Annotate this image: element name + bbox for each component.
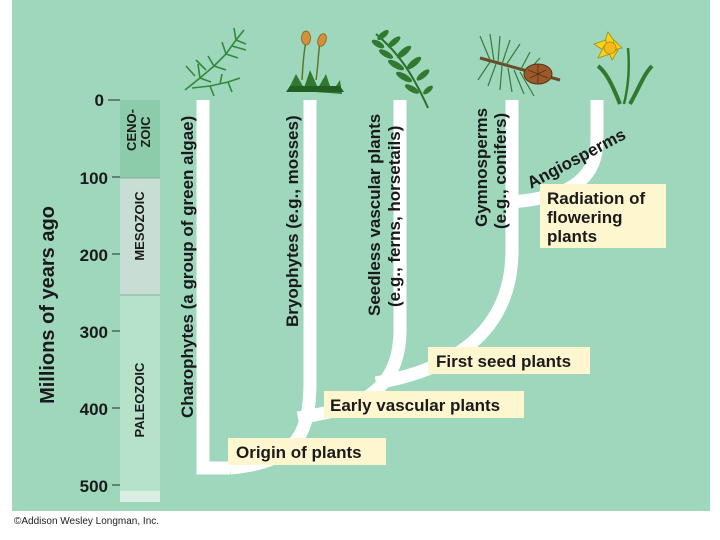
fern-icon bbox=[371, 29, 433, 109]
era-column-base bbox=[120, 491, 160, 502]
tick-label-200: 200 bbox=[80, 246, 108, 265]
moss-icon bbox=[286, 30, 344, 94]
event-first-seed: First seed plants bbox=[428, 347, 590, 374]
event-label-radiation-3: plants bbox=[547, 227, 597, 246]
tick-label-400: 400 bbox=[80, 400, 108, 419]
axis-title: Millions of years ago bbox=[37, 206, 59, 404]
event-label-origin: Origin of plants bbox=[236, 443, 362, 462]
lineage-label-gymnosperms-1: Gymnosperms bbox=[472, 108, 491, 227]
event-label-first-seed: First seed plants bbox=[436, 352, 571, 371]
lineage-label-gymnosperms-2: (e.g., conifers) bbox=[491, 113, 510, 229]
era-label-cenozoic-2: ZOIC bbox=[138, 116, 153, 148]
event-label-early-vascular: Early vascular plants bbox=[330, 396, 500, 415]
lineage-label-seedless-2: (e.g., ferns, horsetails) bbox=[385, 126, 404, 307]
era-cenozoic bbox=[120, 100, 160, 178]
daffodil-icon bbox=[593, 31, 654, 105]
branch-seed bbox=[374, 100, 519, 390]
event-label-radiation-2: flowering bbox=[547, 208, 623, 227]
event-radiation: Radiation of flowering plants bbox=[540, 184, 666, 248]
green-algae-icon bbox=[184, 27, 247, 97]
branch-angiosperm bbox=[511, 100, 604, 209]
event-origin: Origin of plants bbox=[228, 438, 386, 465]
copyright-text: ©Addison Wesley Longman, Inc. bbox=[14, 516, 160, 527]
era-label-cenozoic-1: CENO- bbox=[124, 109, 139, 151]
event-early-vascular: Early vascular plants bbox=[324, 391, 524, 418]
era-label-paleozoic: PALEOZOIC bbox=[132, 362, 147, 437]
branch-charophytes bbox=[196, 100, 230, 475]
lineage-label-seedless-1: Seedless vascular plants bbox=[365, 114, 384, 316]
era-paleozoic bbox=[120, 295, 160, 491]
tick-label-500: 500 bbox=[80, 477, 108, 496]
lineage-label-charophytes: Charophytes (a group of green algae) bbox=[178, 116, 197, 418]
era-mesozoic bbox=[120, 178, 160, 295]
lineage-label-bryophytes: Bryophytes (e.g., mosses) bbox=[283, 115, 302, 327]
conifer-icon bbox=[477, 33, 561, 97]
tick-label-300: 300 bbox=[80, 323, 108, 342]
era-label-mesozoic: MESOZOIC bbox=[132, 191, 147, 261]
event-label-radiation-1: Radiation of bbox=[547, 189, 646, 208]
tick-label-100: 100 bbox=[80, 169, 108, 188]
tick-marks bbox=[108, 99, 120, 486]
tick-label-0: 0 bbox=[95, 91, 104, 110]
